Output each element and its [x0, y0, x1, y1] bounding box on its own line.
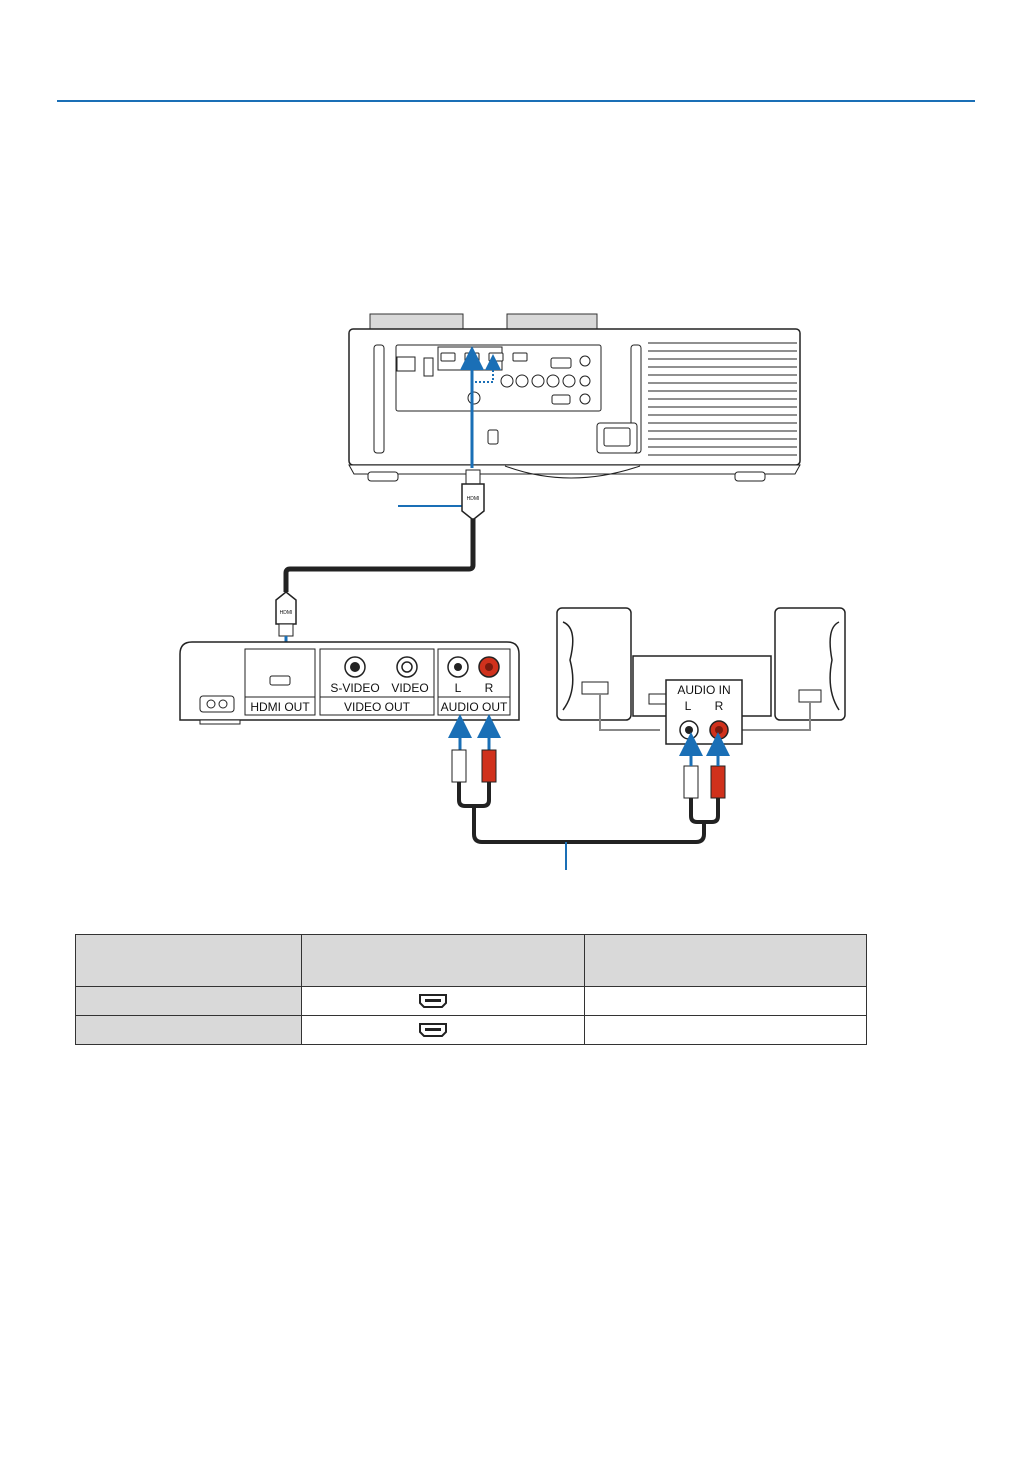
table-header-cell	[300, 934, 586, 987]
table-header-row	[75, 934, 867, 987]
hdmi-cable: HDMI HDMI	[274, 469, 485, 688]
audio-cable	[448, 714, 730, 870]
table-row	[75, 986, 867, 1016]
projector	[348, 313, 801, 482]
speakers: AUDIO IN L R	[556, 607, 846, 745]
audio-out-left-label: L	[455, 681, 462, 695]
video-out-label: VIDEO OUT	[344, 700, 411, 714]
table-cell	[300, 986, 586, 1016]
hdmi-out-label: HDMI OUT	[250, 700, 310, 714]
table-cell	[584, 986, 867, 1016]
audio-in-right-label: R	[715, 699, 724, 713]
projector-hdmi-plug-label: HDMI	[467, 496, 480, 502]
video-label: VIDEO	[391, 681, 428, 695]
spec-table	[75, 934, 867, 1045]
hdmi-port-icon	[269, 675, 291, 686]
connection-diagram: HDMI HDMI HDMI OUT S-VIDEO VIDEO VIDEO O…	[179, 313, 846, 870]
table-header-cell	[584, 934, 867, 987]
player-hdmi-plug-label: HDMI	[280, 610, 293, 616]
av-player: HDMI OUT S-VIDEO VIDEO VIDEO OUT L R AUD…	[179, 641, 520, 725]
table-row-head	[75, 1015, 302, 1045]
audio-in-left-label: L	[685, 699, 692, 713]
hdmi-port-icon	[419, 994, 448, 1008]
table-row-head	[75, 986, 302, 1016]
table-row	[75, 1015, 867, 1045]
table-cell	[300, 1015, 586, 1045]
table-cell	[584, 1015, 867, 1045]
audio-out-label: AUDIO OUT	[441, 700, 508, 714]
table-header-cell	[75, 934, 302, 987]
s-video-label: S-VIDEO	[330, 681, 379, 695]
audio-in-label: AUDIO IN	[677, 683, 730, 697]
hdmi-port-icon	[419, 1023, 448, 1037]
header-rule	[57, 100, 975, 102]
audio-out-right-label: R	[485, 681, 494, 695]
power-inlet-icon	[199, 695, 235, 713]
